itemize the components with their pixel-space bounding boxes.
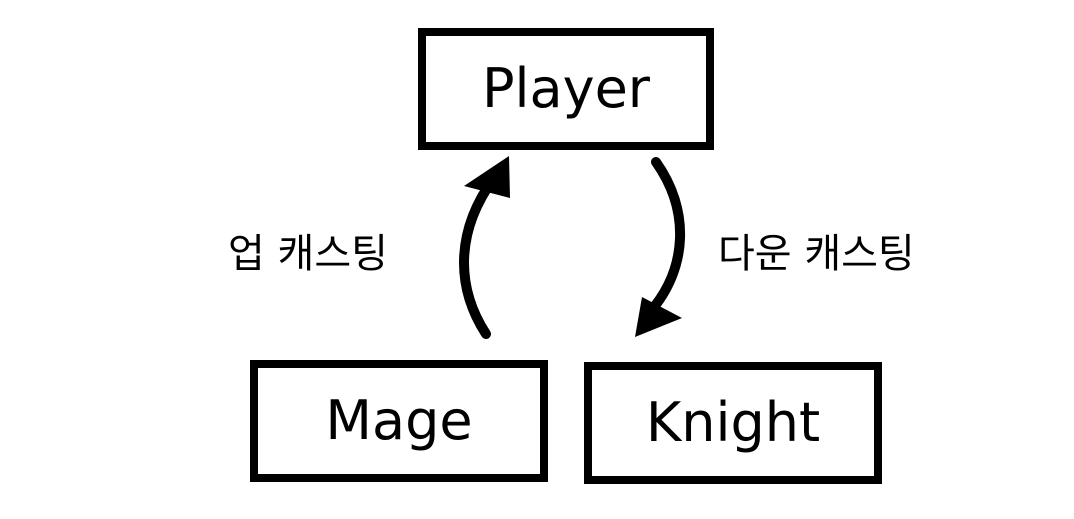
upcast-arrow-shaft [459, 173, 499, 339]
upcast-arrow [459, 156, 510, 339]
downcast-label: 다운 캐스팅 [718, 231, 915, 277]
knight-class-label: Knight [645, 391, 821, 454]
mage-class-box: Mage [250, 360, 548, 482]
downcast-arrow-shaft [645, 157, 685, 317]
mage-class-label: Mage [325, 389, 473, 452]
upcast-arrow-head [464, 156, 510, 198]
downcast-arrow [635, 157, 685, 337]
downcast-arrow-head [635, 297, 682, 337]
player-class-label: Player [481, 57, 651, 120]
knight-class-box: Knight [584, 362, 882, 484]
player-class-box: Player [418, 28, 714, 150]
upcast-label: 업 캐스팅 [228, 231, 388, 277]
